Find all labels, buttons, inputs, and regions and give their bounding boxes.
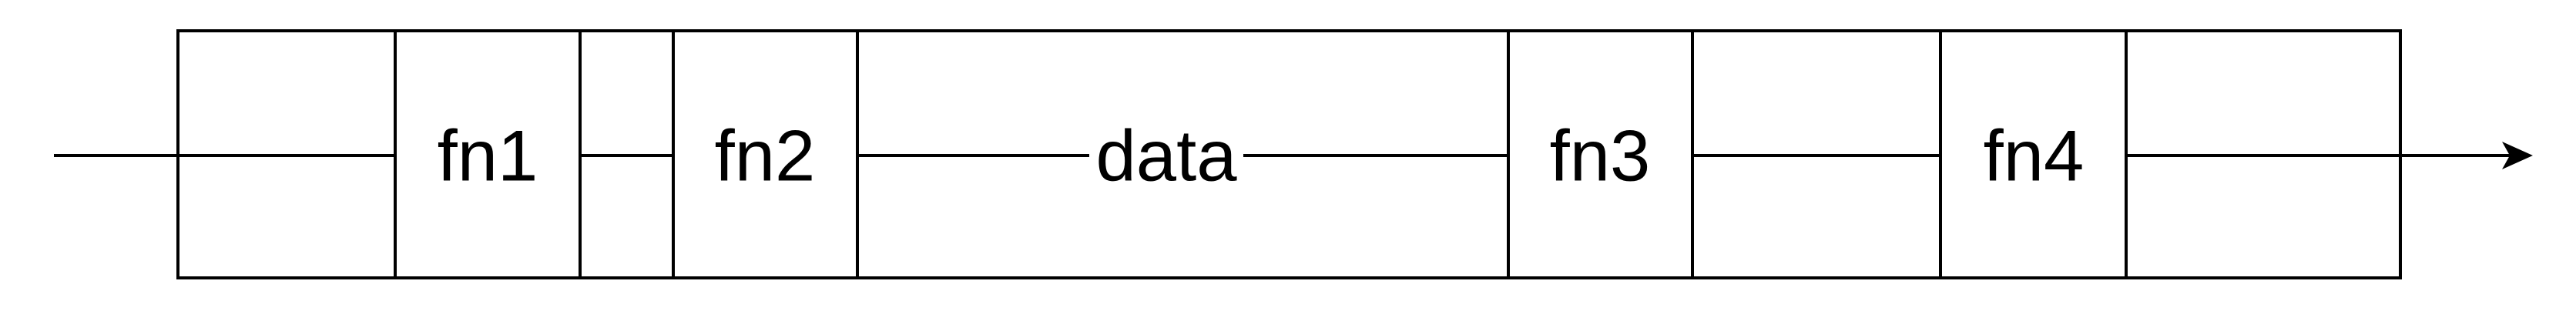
cell-label-fn3: fn3 <box>1550 115 1651 196</box>
cell-label-data: data <box>1096 115 1238 196</box>
cell-label-fn2: fn2 <box>715 115 816 196</box>
data-label-background <box>1089 115 1243 196</box>
cell-label-fn1: fn1 <box>438 115 538 196</box>
arrowhead-icon <box>2502 142 2533 169</box>
cell-label-fn4: fn4 <box>1984 115 2085 196</box>
